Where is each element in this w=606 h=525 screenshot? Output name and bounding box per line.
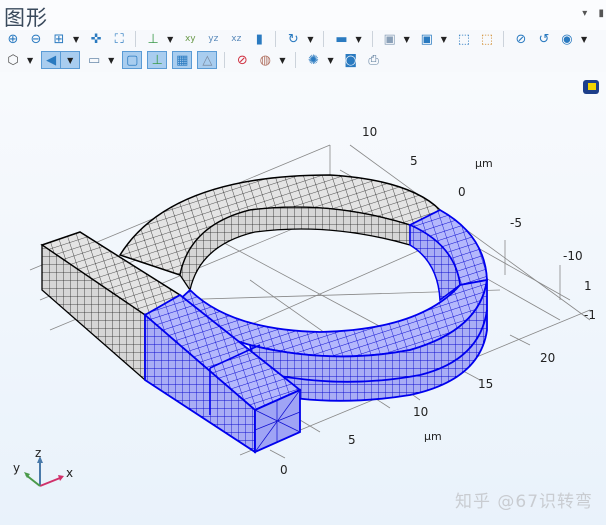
color-palette-dropdown[interactable]: ▼: [279, 55, 286, 65]
x-tick-15: 15: [478, 377, 493, 391]
select-domain-dropdown[interactable]: ▼: [440, 34, 447, 44]
print-icon[interactable]: ⎙: [368, 52, 379, 68]
render-dropdown[interactable]: ▼: [108, 55, 115, 65]
ring-outer-wall-blue: [248, 279, 488, 402]
show-mesh-icon[interactable]: △: [197, 51, 218, 69]
z-tick-1: 1: [584, 279, 592, 293]
y-tick-minus10: -10: [563, 249, 583, 263]
show-grid-icon[interactable]: ▦: [172, 51, 193, 69]
center-view-icon[interactable]: ✜: [90, 31, 102, 47]
separator: [135, 31, 137, 47]
zoom-box-dropdown[interactable]: ▼: [73, 34, 80, 44]
y-tick-5: 5: [410, 154, 418, 168]
view-xy-icon[interactable]: xy: [184, 34, 196, 44]
hide-icon[interactable]: ⊘: [515, 31, 527, 47]
ring-inner-wall-blue: [409, 223, 461, 302]
toolbar-row-1: ⊕ ⊖ ⊞ ▼ ✜ ⛶ ⊥ ▼ xy yz xz ▮ ↻ ▼ ▬ ▼ ▣ ▼ ▣ ▼ ⬚ ⬚…: [0, 28, 606, 50]
x-axis-unit: μm: [424, 430, 442, 443]
zoom-in-icon[interactable]: ⊕: [7, 31, 19, 47]
view-xz-icon[interactable]: xz: [231, 34, 242, 44]
separator: [275, 31, 277, 47]
view-yz-icon[interactable]: yz: [208, 34, 219, 44]
scene-light-dropdown[interactable]: ▼: [355, 34, 362, 44]
separator: [224, 52, 226, 68]
aperture-icon[interactable]: ✺: [308, 52, 319, 68]
orientation-triad: z x y: [13, 446, 73, 487]
wireframe-dropdown[interactable]: ▼: [27, 55, 34, 65]
menu-dropdown-icon[interactable]: ▾: [582, 8, 588, 19]
aperture-dropdown[interactable]: ▼: [327, 55, 334, 65]
triad-y-label: y: [13, 461, 20, 475]
z-tick-minus1: -1: [584, 308, 596, 322]
axis-orientation-icon[interactable]: ⊥: [147, 31, 159, 47]
render-icon[interactable]: ▭: [88, 52, 101, 68]
camera-view-icon[interactable]: ▮: [255, 31, 263, 47]
separator: [371, 31, 373, 47]
hide-materials-icon[interactable]: ⊘: [236, 52, 248, 68]
clear-selection-icon[interactable]: ⬚: [480, 31, 494, 47]
titlebar-controls: ▾ ▮: [574, 8, 604, 19]
x-tick-5: 5: [348, 433, 356, 447]
transparency-dropdown[interactable]: ▼: [60, 51, 81, 69]
x-tick-10: 10: [413, 405, 428, 419]
select-box-icon[interactable]: ▣: [383, 31, 396, 47]
rotate-dropdown[interactable]: ▼: [307, 34, 314, 44]
reset-hiding-icon[interactable]: ↺: [538, 31, 550, 47]
select-box-dropdown[interactable]: ▼: [403, 34, 410, 44]
view-icon[interactable]: ◉: [561, 31, 573, 47]
toolbar-row-2: ⬡▼ ◀▼ ▭▼ ▢ ⊥ ▦ △ ⊘ ◍▼ ✺▼ ◙ ⎙: [0, 49, 606, 71]
separator: [323, 31, 325, 47]
zoom-out-icon[interactable]: ⊖: [30, 31, 42, 47]
x-tick-0: 0: [280, 463, 288, 477]
y-tick-10: 10: [362, 125, 377, 139]
color-palette-icon[interactable]: ◍: [259, 52, 271, 68]
view-dropdown[interactable]: ▼: [580, 34, 588, 44]
zoom-extents-icon[interactable]: ⛶: [114, 31, 124, 47]
screenshot-icon[interactable]: ◙: [344, 52, 357, 68]
scene-light-icon[interactable]: ▬: [335, 31, 348, 47]
axis-orientation-dropdown[interactable]: ▼: [167, 34, 174, 44]
y-tick-minus5: -5: [510, 216, 522, 230]
y-axis-unit: μm: [475, 157, 493, 170]
separator: [502, 31, 504, 47]
show-edges-icon[interactable]: ▢: [122, 51, 143, 69]
watermark: 知乎 @67识转弯: [455, 492, 594, 512]
window-title: 图形: [4, 6, 48, 30]
wireframe-icon[interactable]: ⬡: [7, 52, 19, 68]
select-domain-icon[interactable]: ▣: [420, 31, 433, 47]
render-mode-icon[interactable]: [583, 80, 599, 94]
zoom-box-icon[interactable]: ⊞: [53, 31, 65, 47]
separator: [295, 52, 297, 68]
graphics-titlebar: 图形 ▾ ▮: [0, 0, 606, 30]
zoom-selection-icon[interactable]: ⬚: [457, 31, 471, 47]
triad-x-label: x: [66, 466, 73, 480]
show-axis-icon[interactable]: ⊥: [147, 51, 168, 69]
y-tick-0: 0: [458, 185, 466, 199]
pin-icon[interactable]: ▮: [598, 8, 604, 19]
rotate-icon[interactable]: ↻: [287, 31, 299, 47]
x-tick-20: 20: [540, 351, 555, 365]
triad-z-label: z: [35, 446, 41, 460]
